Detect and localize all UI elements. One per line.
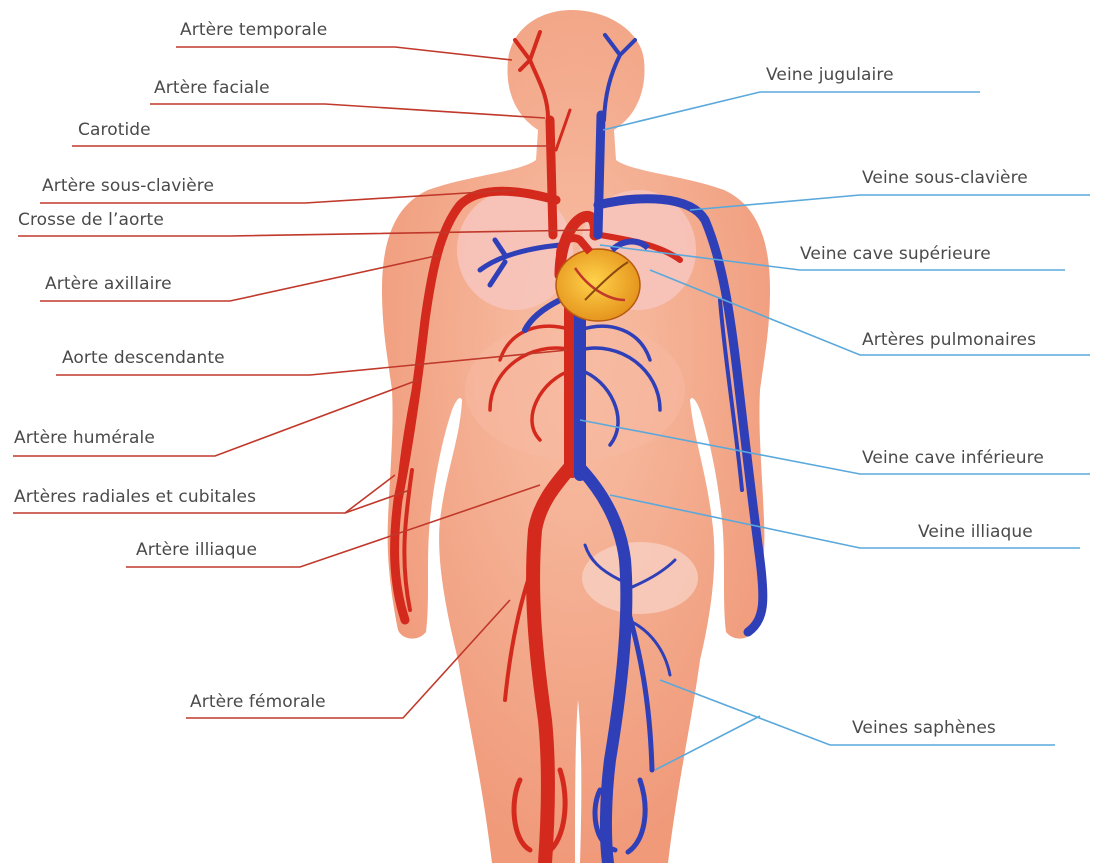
label-veine-cave-superieure: Veine cave supérieure <box>800 244 991 264</box>
leader-jugulaire <box>603 92 980 130</box>
label-carotide: Carotide <box>78 120 151 140</box>
label-veine-jugulaire: Veine jugulaire <box>766 65 894 85</box>
label-veines-saphenes: Veines saphènes <box>852 718 996 738</box>
label-artere-humerale: Artère humérale <box>14 428 155 448</box>
label-arteres-pulmonaires: Artères pulmonaires <box>862 330 1036 350</box>
label-artere-faciale: Artère faciale <box>154 78 270 98</box>
leader-faciale <box>150 104 545 118</box>
label-veine-sous-claviere: Veine sous-clavière <box>862 168 1028 188</box>
label-artere-illiaque: Artère illiaque <box>136 540 257 560</box>
label-artere-temporale: Artère temporale <box>180 20 327 40</box>
label-aorte-descendante: Aorte descendante <box>62 348 225 368</box>
label-artere-sous-claviere: Artère sous-clavière <box>42 176 214 196</box>
label-veine-cave-inferieure: Veine cave inférieure <box>862 448 1094 468</box>
label-arteres-radiales-cubitales: Artères radiales et cubitales <box>14 487 256 507</box>
label-artere-axillaire: Artère axillaire <box>45 274 172 294</box>
label-veine-illiaque: Veine illiaque <box>918 522 1033 542</box>
leader-temporale <box>176 47 512 60</box>
leader-sous-claviere-v <box>690 195 1090 210</box>
label-artere-femorale: Artère fémorale <box>190 692 326 712</box>
label-crosse-aorte: Crosse de l’aorte <box>18 210 164 230</box>
thigh-highlight <box>582 542 698 614</box>
